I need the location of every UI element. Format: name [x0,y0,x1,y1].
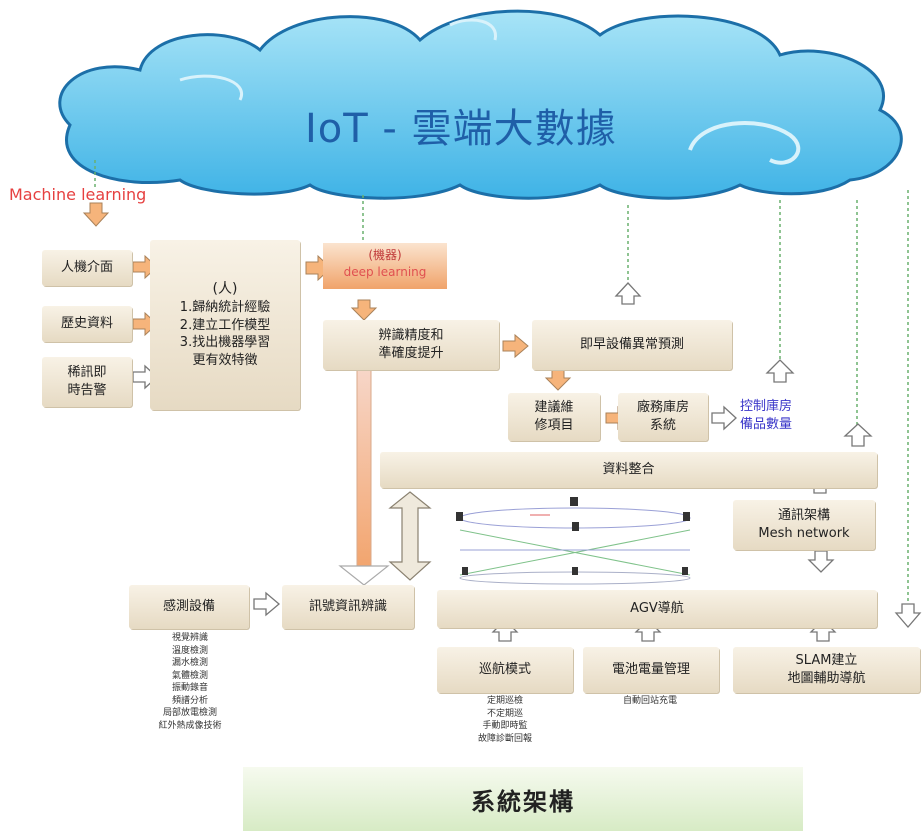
machine-deep-learning-box: (機器) deep learning [323,243,447,289]
sensor-item: 紅外熱成像技術 [158,720,222,731]
human-item-2: 2.建立工作模型 [179,317,271,333]
accuracy-box: 辨識精度和 準確度提升 [323,320,499,370]
battery-item: 自動回站充電 [622,696,677,706]
sensor-box: 感測設備 [129,585,249,629]
sensor-list: 視覺辨識 溫度檢測 漏水檢測 氣體檢測 振動錄音 頻譜分析 局部放電檢測 紅外熱… [134,632,246,732]
data-integration-box: 資料整合 [380,452,877,488]
patrol-mode-box: 巡航模式 [437,647,573,693]
battery-list: 自動回站充電 [600,695,700,708]
machine-learning-label: Machine learning [9,185,147,204]
patrol-list: 定期巡檢 不定期巡 手動即時監 故障診斷回報 [457,695,553,745]
sensor-item: 頻譜分析 [171,695,208,706]
footer-title-bar: 系統架構 [243,767,803,831]
patrol-item: 不定期巡 [486,708,523,719]
sensor-item: 氣體檢測 [171,670,208,681]
footer-title: 系統架構 [471,787,575,816]
agv-navigation-box: AGV導航 [437,590,877,628]
human-item-1: 1.歸納統計經驗 [179,300,271,316]
input-alert: 稀訊即 時告警 [42,357,132,407]
machine-title: (機器) [368,248,402,262]
mesh-network-graphic [445,495,725,590]
battery-management-box: 電池電量管理 [583,647,719,693]
cloud-shape [58,9,903,200]
warehouse-system-box: 廠務庫房 系統 [618,393,708,441]
signal-recognition-box: 訊號資訊辨識 [282,585,414,629]
human-item-3: 3.找出機器學習 更有效特徵 [179,335,271,368]
input-hmi: 人機介面 [42,250,132,286]
comm-mesh-box: 通訊架構 Mesh network [733,500,875,550]
sensor-item: 溫度檢測 [171,645,208,656]
machine-subtitle: deep learning [343,265,427,279]
early-prediction-box: 即早設備異常預測 [532,320,732,370]
sensor-item: 振動錄音 [171,683,208,693]
inventory-label: 控制庫房 備品數量 [740,399,793,432]
patrol-item: 故障診斷回報 [477,733,532,744]
patrol-item: 定期巡檢 [486,696,523,706]
input-history: 歷史資料 [42,306,132,342]
repair-items-box: 建議維 修項目 [508,393,600,441]
human-title: (人) [212,281,238,298]
human-analysis-box: (人) 1.歸納統計經驗 2.建立工作模型 3.找出機器學習 更有效特徵 [150,240,300,410]
sensor-item: 視覺辨識 [171,633,208,643]
cloud-title: IoT - 雲端大數據 [305,106,617,152]
patrol-item: 手動即時監 [482,721,528,731]
sensor-item: 漏水檢測 [171,658,208,668]
sensor-item: 局部放電檢測 [162,708,217,718]
slam-box: SLAM建立 地圖輔助導航 [733,647,920,693]
